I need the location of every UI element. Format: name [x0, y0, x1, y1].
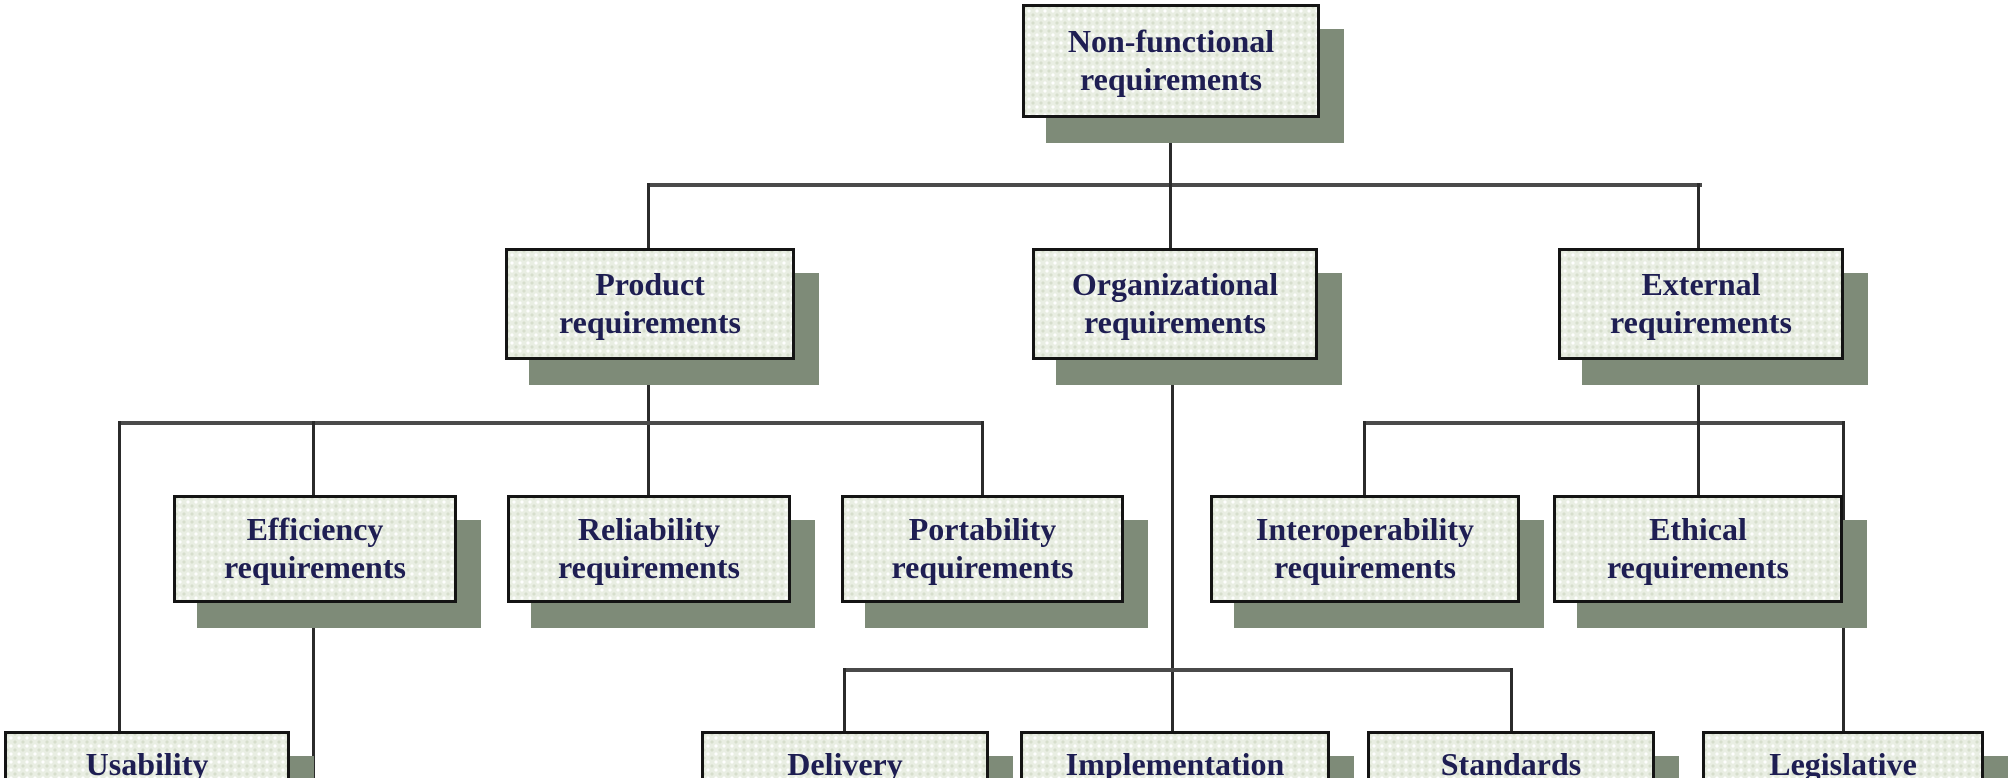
connector-drop-standards: [1510, 668, 1513, 734]
node-label: requirements: [559, 304, 741, 340]
node-label: Standards: [1440, 746, 1582, 778]
node-product-requirements: Product requirements: [505, 248, 795, 360]
node-legislative-requirements: Legislative: [1702, 731, 1984, 778]
connector-drop-portability: [981, 421, 984, 498]
node-label: Ethical: [1649, 511, 1747, 548]
node-label: requirements: [558, 549, 740, 585]
node-label: Product: [595, 266, 705, 303]
node-usability-requirements: Usability: [4, 731, 290, 778]
node-ethical-requirements: Ethical requirements: [1553, 495, 1843, 603]
node-label: requirements: [1084, 304, 1266, 340]
node-delivery-requirements: Delivery: [701, 731, 989, 778]
connector-external-bracket: [1363, 421, 1845, 425]
connector-drop-efficiency: [312, 421, 315, 498]
node-label: requirements: [1080, 61, 1262, 97]
connector-drop-external: [1697, 183, 1700, 251]
node-label: Portability: [908, 511, 1057, 548]
connector-efficiency-downline: [312, 601, 315, 778]
connector-external-to-ethical: [1697, 357, 1700, 498]
node-label: Usability: [85, 746, 209, 778]
node-label: Legislative: [1769, 746, 1917, 778]
connector-drop-interoperability: [1363, 421, 1366, 498]
node-label: Implementation: [1065, 746, 1285, 778]
node-external-requirements: External requirements: [1558, 248, 1844, 360]
node-label: requirements: [224, 549, 406, 585]
node-label: requirements: [1607, 549, 1789, 585]
connector-drop-organizational: [1169, 183, 1172, 251]
node-interoperability-requirements: Interoperability requirements: [1210, 495, 1520, 603]
connector-product-bracket: [118, 421, 984, 425]
node-portability-requirements: Portability requirements: [841, 495, 1124, 603]
connector-drop-product: [647, 183, 650, 251]
connector-root-downline: [1169, 116, 1172, 186]
node-label: Organizational: [1071, 266, 1279, 303]
node-label: requirements: [1274, 549, 1456, 585]
node-label: Interoperability: [1255, 511, 1475, 548]
node-implementation-requirements: Implementation: [1020, 731, 1330, 778]
node-reliability-requirements: Reliability requirements: [507, 495, 791, 603]
connector-organizational-bracket: [843, 668, 1513, 672]
connector-drop-delivery: [843, 668, 846, 734]
node-label: requirements: [891, 549, 1074, 585]
node-organizational-requirements: Organizational requirements: [1032, 248, 1318, 360]
node-nonfunctional-requirements: Non-functional requirements: [1022, 4, 1320, 118]
connector-top-bracket: [648, 183, 1702, 187]
node-label: Non-functional: [1067, 23, 1275, 60]
node-label: Reliability: [577, 511, 721, 548]
node-label: External: [1641, 266, 1761, 303]
node-efficiency-requirements: Efficiency requirements: [173, 495, 457, 603]
connector-drop-legislative: [1842, 421, 1845, 734]
node-label: requirements: [1610, 304, 1792, 340]
node-standards-requirements: Standards: [1367, 731, 1655, 778]
node-label: Efficiency: [246, 511, 384, 548]
connector-organizational-downline: [1171, 357, 1174, 734]
connector-drop-usability: [118, 421, 121, 734]
connector-product-to-reliability: [647, 357, 650, 498]
node-label: Delivery: [787, 746, 903, 778]
